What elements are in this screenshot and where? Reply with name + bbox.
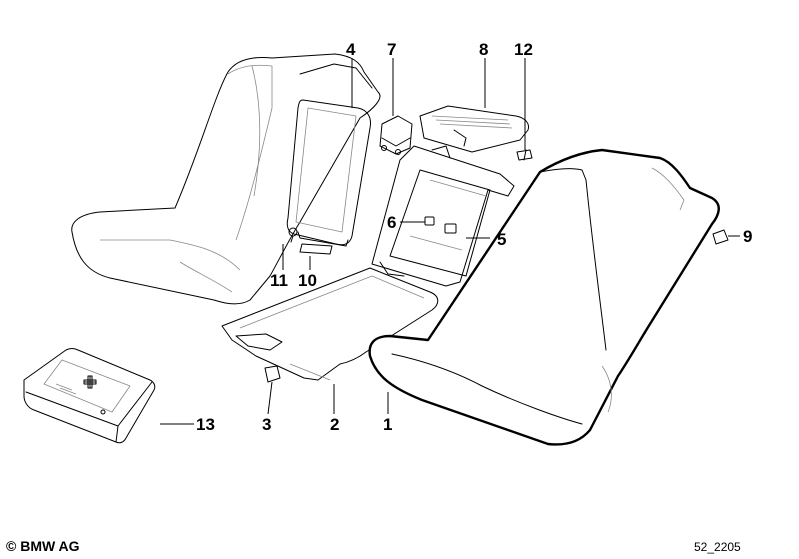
part-7-hinge-bracket [379, 115, 413, 155]
part-1-right-seat [368, 148, 720, 446]
part-9-clip [712, 229, 729, 245]
left-seat-outline [71, 53, 381, 305]
callout-7: 7 [387, 40, 396, 59]
leader-lines [160, 58, 740, 425]
callout-5: 5 [497, 230, 506, 249]
callout-3: 3 [262, 415, 271, 434]
callout-2: 2 [330, 415, 339, 434]
callout-4: 4 [346, 40, 356, 59]
callout-10: 10 [298, 271, 317, 290]
part-8-lid [419, 105, 529, 153]
callout-11: 11 [270, 271, 288, 290]
callout-9: 9 [743, 227, 752, 246]
callout-8: 8 [479, 40, 488, 59]
part-4-backrest-panel [286, 99, 371, 247]
copyright-label: © BMW AG [6, 538, 80, 554]
diagram-code: 52_2205 [694, 540, 741, 554]
callout-6: 6 [387, 213, 396, 232]
part-3-nut [264, 365, 281, 383]
part-13-first-aid-kit [23, 348, 156, 444]
part-10-plate [299, 243, 333, 255]
part-6-nut [424, 216, 457, 234]
callout-1: 1 [383, 415, 392, 434]
callout-labels: 4 7 8 12 6 5 9 11 10 3 2 1 13 [196, 40, 752, 434]
part-5-frame [371, 145, 515, 287]
callout-12: 12 [514, 40, 533, 59]
part-2-armrest [221, 267, 439, 381]
part-11-screw [288, 227, 298, 243]
part-12-screw [516, 149, 533, 161]
callout-13: 13 [196, 415, 215, 434]
